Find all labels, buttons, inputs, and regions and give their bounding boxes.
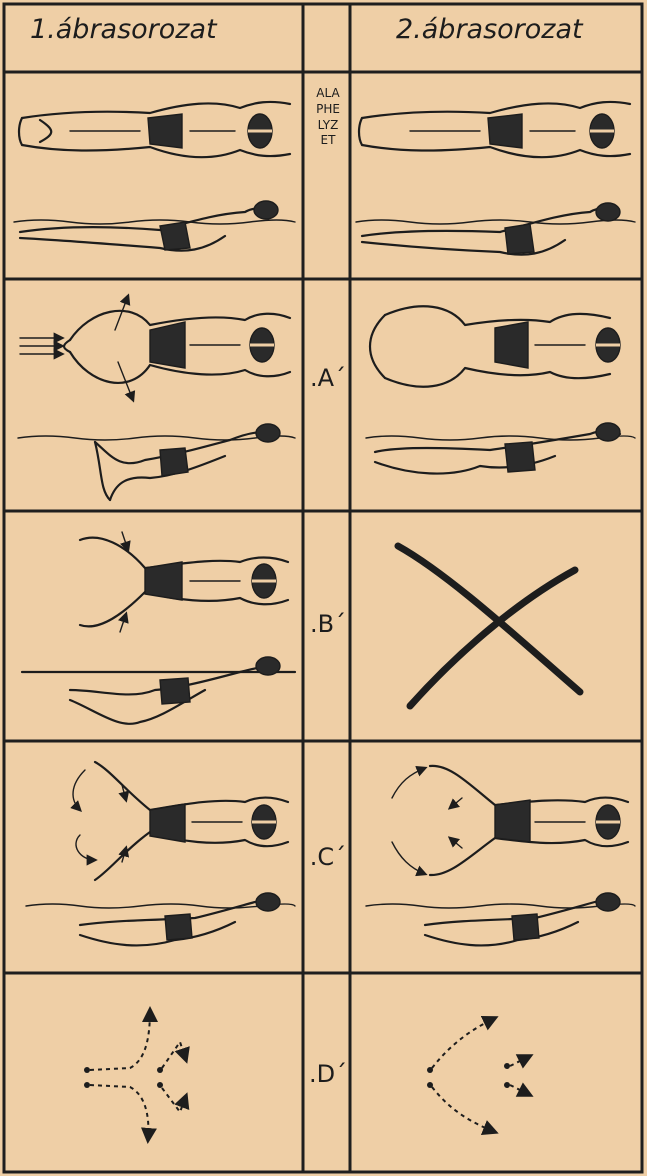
swimmer-side-view-base-2 [356,203,635,255]
cross-mark [398,546,580,706]
trajectory-diagram-d-2 [427,1018,530,1132]
swimmer-side-view-a-1 [18,424,295,500]
swimmer-top-view-c-2 [392,766,628,875]
swimmer-side-view-c-1 [26,893,295,945]
swimmer-top-view-base-2 [359,102,630,157]
swimmer-top-view-base-1 [19,102,290,157]
swimmer-top-view-a-2 [370,306,620,386]
trajectory-diagram-d-1 [84,1010,186,1140]
swimmer-side-view-c-2 [366,893,635,945]
swimmer-top-view-c-1 [73,762,288,880]
swimmer-side-view-a-2 [366,423,635,474]
swimmer-top-view-a-1 [20,296,290,400]
swimmer-side-view-base-1 [14,201,295,251]
swimmer-top-view-b-1 [80,532,288,632]
swimmer-side-view-b-1 [22,657,295,724]
